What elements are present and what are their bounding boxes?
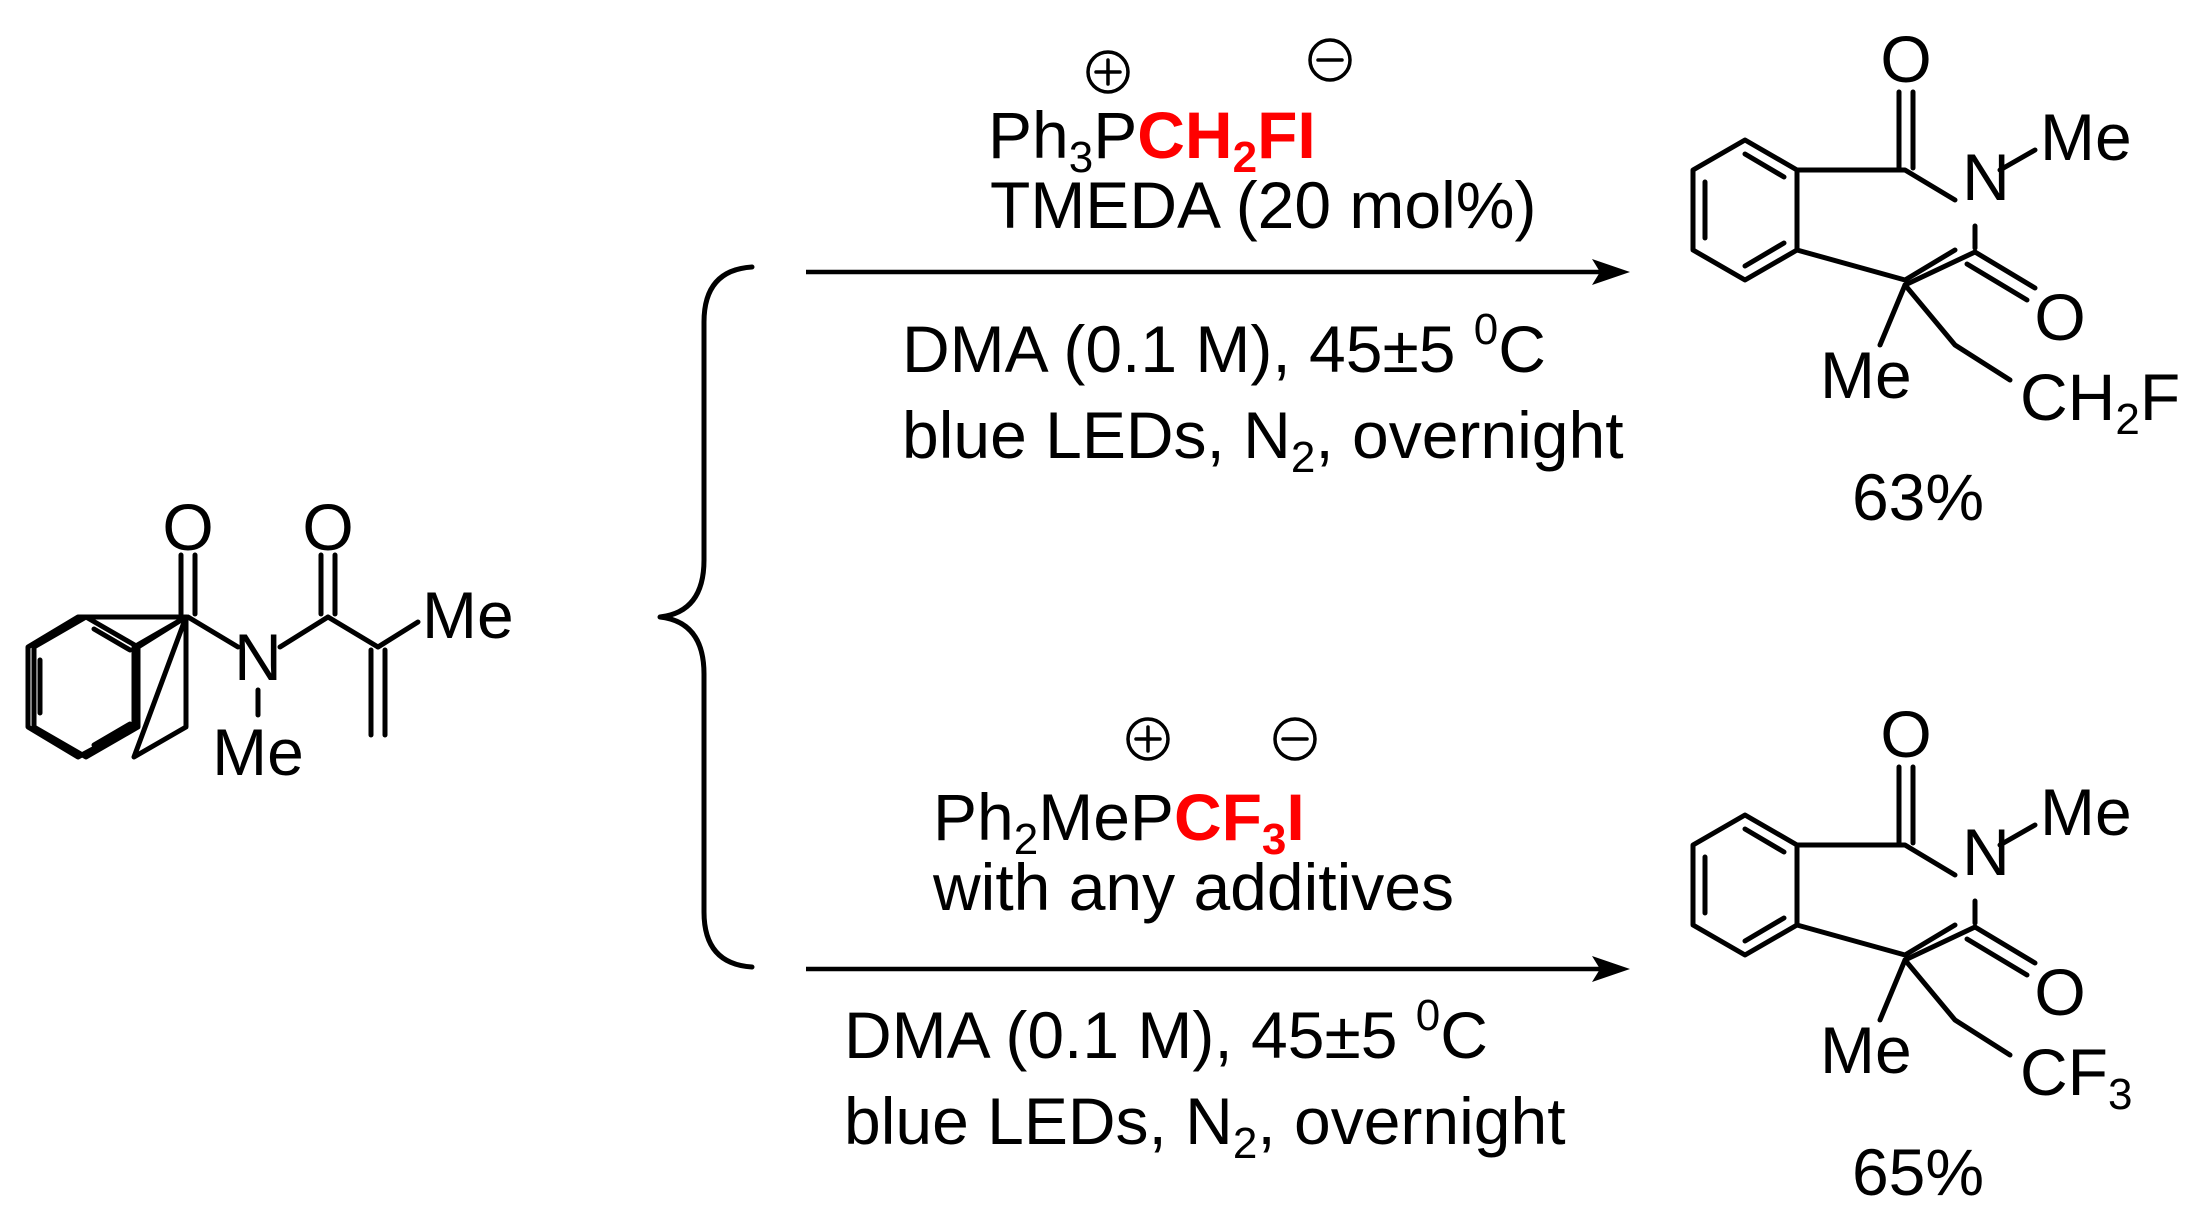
bottom-product-c3-o-b — [1964, 936, 2030, 978]
sm-alkene-methyl: Me — [422, 578, 514, 652]
sm-benzene-hexagon — [31, 614, 141, 760]
bottom-product-benzene-inner — [1702, 826, 1787, 944]
top-product-c3-o-a — [1972, 249, 2038, 291]
sm-n-methyl: Me — [212, 715, 304, 789]
bottom-additive: with any additives — [932, 850, 1454, 924]
sm-benzene-ring — [25, 614, 189, 760]
sm-benzene-inner-bonds — [37, 626, 133, 748]
top-conditions-line2: blue LEDs, N2, overnight — [902, 398, 1624, 482]
top-product-ring-2 — [1794, 167, 1958, 283]
bottom-conditions-line1: DMA (0.1 M), 45±5 0C — [844, 991, 1488, 1072]
bottom-arrow — [806, 956, 1630, 982]
bottom-conditions-line2: blue LEDs, N2, overnight — [844, 1084, 1566, 1168]
top-product-benzene-inner — [1702, 151, 1787, 269]
sm-oxygen-2: O — [302, 490, 353, 564]
bottom-product-ring-2 — [1794, 842, 1958, 958]
top-product-n-methyl: Me — [2040, 100, 2132, 174]
bottom-product-oxygen-side: O — [2034, 955, 2085, 1029]
starting-material: O O N Me Me — [25, 490, 514, 789]
top-product: O N Me O Me CH2F 63% — [1690, 22, 2180, 534]
bottom-product-n-methyl: Me — [2040, 775, 2132, 849]
top-product-oxygen-side: O — [2034, 280, 2085, 354]
sm-bond-ring-c1 — [135, 614, 189, 650]
sm-benzene-ring-outline — [131, 614, 189, 760]
sm-bond-c3-me — [375, 619, 421, 650]
bottom-reagent-formula: Ph2MePCF3I — [933, 780, 1305, 864]
top-product-c4-me — [1877, 282, 1908, 348]
top-product-ch2f: CH2F — [2020, 360, 2180, 444]
sm-bond-c1-n — [185, 614, 241, 650]
branching-brace — [657, 264, 755, 970]
top-conditions-line1: DMA (0.1 M), 45±5 0C — [902, 305, 1546, 386]
bottom-plus-charge — [1126, 717, 1170, 761]
bottom-product-n-me — [1997, 822, 2038, 848]
top-yield: 63% — [1852, 460, 1984, 534]
bottom-product-c4-ch2 — [1902, 957, 2013, 1058]
bottom-product-nitrogen: N — [1962, 815, 2010, 889]
bottom-product-quat-methyl: Me — [1820, 1013, 1912, 1087]
top-product-nitrogen: N — [1962, 140, 2010, 214]
bottom-yield: 65% — [1852, 1135, 1984, 1209]
bottom-product-c3-o-a — [1972, 924, 2038, 966]
top-plus-charge — [1086, 50, 1130, 94]
bottom-conditions: DMA (0.1 M), 45±5 0C blue LEDs, N2, over… — [844, 991, 1566, 1168]
top-product-c4-ch2 — [1902, 282, 2013, 383]
top-product-n-me — [1997, 147, 2038, 173]
top-product-quat-methyl: Me — [1820, 338, 1912, 412]
top-additive: TMEDA (20 mol%) — [990, 168, 1536, 242]
sm-bond-c2-c3 — [325, 614, 381, 650]
top-product-benzene — [1690, 137, 1800, 283]
top-product-oxygen-top: O — [1880, 22, 1931, 96]
bottom-reagent: Ph2MePCF3I with any additives — [932, 717, 1454, 924]
top-minus-charge — [1308, 38, 1352, 82]
bottom-product-cf3: CF3 — [2020, 1035, 2132, 1119]
bottom-product-oxygen-top: O — [1880, 697, 1931, 771]
sm-oxygen-1: O — [162, 490, 213, 564]
top-conditions: DMA (0.1 M), 45±5 0C blue LEDs, N2, over… — [902, 305, 1624, 482]
sm-bond-n-c2 — [277, 614, 331, 650]
bottom-product-benzene — [1690, 812, 1800, 958]
bottom-product-c4-me — [1877, 957, 1908, 1023]
top-arrow — [806, 259, 1630, 285]
sm-nitrogen: N — [234, 620, 282, 694]
bottom-product-c3-c4 — [1902, 924, 1978, 963]
top-product-c3-c4 — [1902, 249, 1978, 288]
bottom-minus-charge — [1273, 717, 1317, 761]
top-reagent-formula: Ph3PCH2FI — [988, 98, 1316, 182]
top-reagent: Ph3PCH2FI TMEDA (20 mol%) — [988, 38, 1536, 242]
top-product-c3-o-b — [1964, 261, 2030, 303]
bottom-product: O N Me O Me CF3 65% — [1690, 697, 2132, 1209]
